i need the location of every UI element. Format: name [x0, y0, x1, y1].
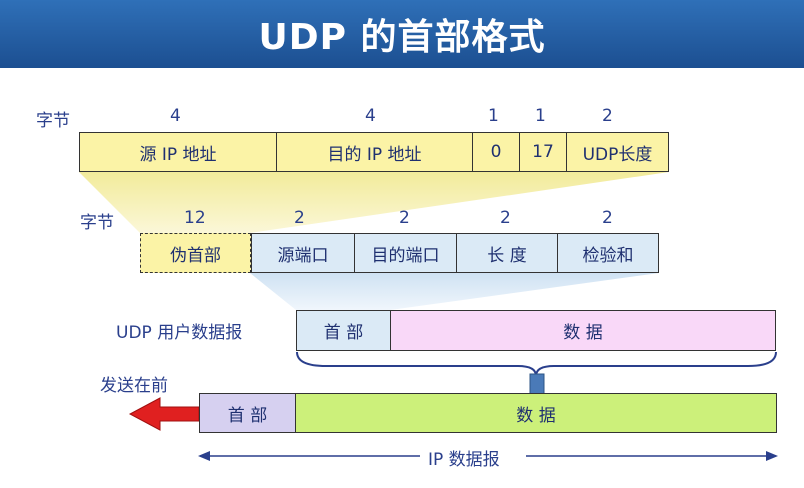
- udp-header-block: 首 部: [296, 310, 390, 351]
- send-first-label: 发送在前: [100, 376, 168, 396]
- header-field-dest-port: 目的端口: [354, 233, 456, 273]
- ip-data-block: 数 据: [295, 393, 777, 433]
- bytes-label: 字节: [36, 111, 70, 131]
- ip-header-block: 首 部: [199, 393, 295, 433]
- byte-count: 2: [294, 208, 305, 228]
- bytes-label: 字节: [80, 213, 114, 233]
- pseudo-field-dest-ip: 目的 IP 地址: [276, 132, 472, 172]
- header-field-checksum: 检验和: [557, 233, 659, 273]
- udp-header-projection: [250, 273, 659, 310]
- byte-count: 2: [500, 208, 511, 228]
- header-field-source-port: 源端口: [251, 233, 354, 273]
- header-field-pseudo: 伪首部: [140, 233, 251, 273]
- byte-count: 12: [184, 208, 206, 228]
- byte-count: 2: [602, 208, 613, 228]
- title-bar: UDP 的首部格式: [0, 0, 804, 68]
- pseudo-field-udp-length: UDP长度: [566, 132, 669, 172]
- byte-count: 2: [602, 106, 613, 126]
- header-field-length: 长 度: [456, 233, 557, 273]
- udp-brace: [296, 351, 777, 377]
- left-arrow-icon: [128, 397, 200, 431]
- pseudo-field-zero: 0: [472, 132, 519, 172]
- udp-datagram-label: UDP 用户数据报: [116, 323, 243, 343]
- udp-data-block: 数 据: [390, 310, 776, 351]
- pseudo-header-projection: [79, 172, 669, 233]
- ip-datagram-label: IP 数据报: [428, 450, 500, 470]
- byte-count: 1: [488, 106, 499, 126]
- pseudo-field-source-ip: 源 IP 地址: [79, 132, 276, 172]
- byte-count: 4: [365, 106, 376, 126]
- ip-datagram-span-arrow: [198, 451, 778, 461]
- byte-count: 1: [535, 106, 546, 126]
- byte-count: 4: [170, 106, 181, 126]
- pseudo-field-protocol: 17: [519, 132, 566, 172]
- page-title: UDP 的首部格式: [258, 17, 546, 58]
- byte-count: 2: [399, 208, 410, 228]
